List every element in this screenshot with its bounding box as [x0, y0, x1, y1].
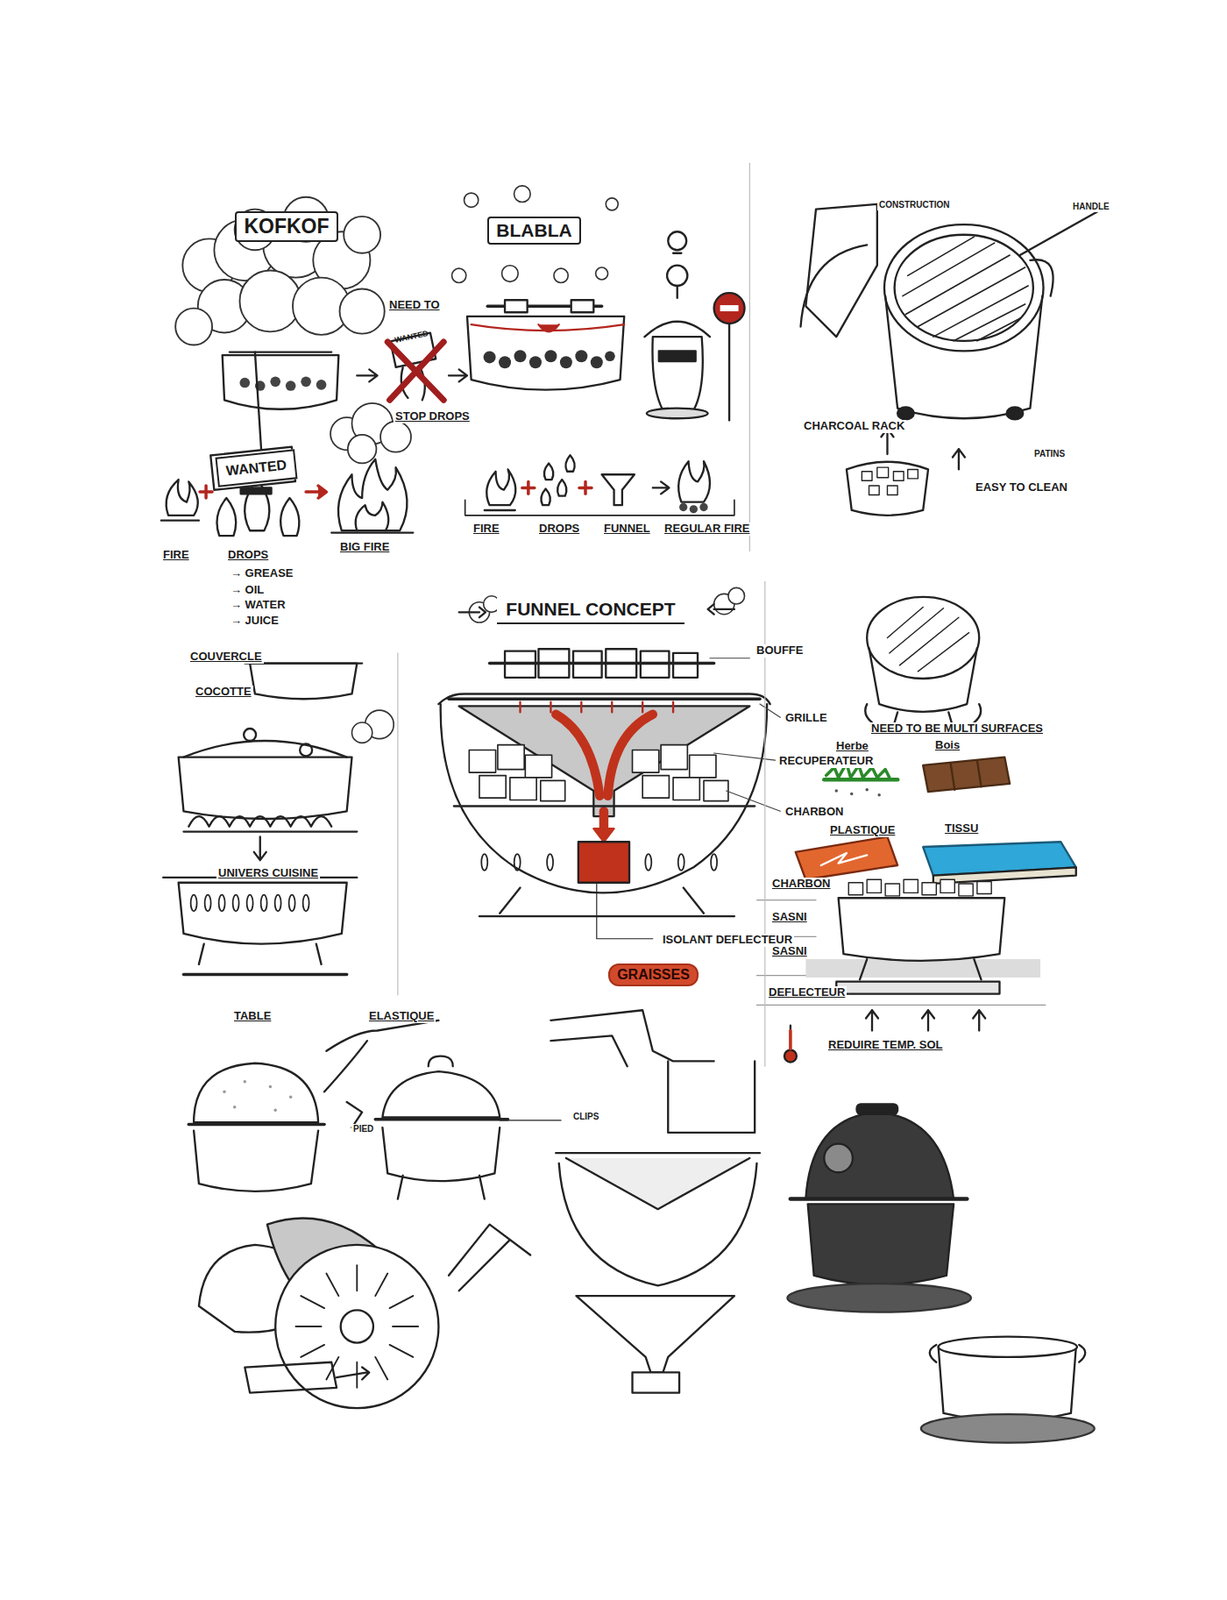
small-clouds	[452, 185, 619, 284]
vent-hole	[233, 894, 240, 912]
annotation-label: CHARBON	[783, 805, 845, 819]
annotation-label: FIRE	[471, 522, 502, 536]
annotation-label: FIRE	[161, 548, 192, 562]
annotation-label: BOUFFE	[754, 644, 805, 658]
annotation-label: FUNNEL	[602, 522, 653, 536]
police-character	[644, 265, 745, 421]
drop-characters	[210, 446, 299, 536]
annotation-label: CONSTRUCTION	[877, 199, 952, 211]
vent-hole	[261, 894, 268, 912]
annotation-label: ELASTIQUE	[367, 1009, 436, 1023]
annotation-label: REGULAR FIRE	[662, 522, 752, 536]
flow-icons	[465, 454, 735, 516]
annotation-label: STOP DROPS	[393, 410, 472, 424]
annotation-label: PATINS	[1032, 448, 1067, 460]
annotation-label: DROPS	[226, 548, 270, 562]
annotation-label: DROPS	[537, 522, 582, 536]
arrow	[305, 485, 327, 498]
vent-hole	[275, 894, 282, 912]
annotation-label: PIED	[351, 1123, 376, 1135]
vent-hole	[546, 853, 554, 871]
vent-hole	[247, 894, 254, 912]
node-text: FUNNEL CONCEPT	[505, 598, 675, 620]
fire-icon	[161, 479, 199, 521]
vent-hole	[219, 894, 226, 912]
node-text: BLABLA	[496, 219, 572, 242]
annotation-label: REDUIRE TEMP. SOL	[826, 1038, 945, 1052]
annotation-label: SASNI	[770, 910, 809, 924]
vent-hole	[710, 853, 717, 871]
annotation-label: BIG FIRE	[338, 540, 391, 554]
vent-hole	[191, 894, 198, 912]
node-text: WANTED	[225, 456, 288, 479]
annotation-label: → WATER	[228, 598, 288, 612]
annotation-label: CHARBON	[770, 877, 832, 891]
annotation-label: TISSU	[943, 822, 980, 836]
annotation-label: EASY TO CLEAN	[973, 481, 1070, 495]
bulb	[667, 231, 687, 253]
annotation-label: CLIPS	[571, 1111, 601, 1122]
annotation-label: CHARCOAL RACK	[801, 419, 907, 433]
lid-studies	[188, 1020, 561, 1199]
annotation-label: → JUICE	[228, 614, 281, 628]
cocotte-evolution	[163, 652, 398, 995]
exploded-parts	[198, 1009, 760, 1408]
annotation-label: COCOTTE	[193, 685, 254, 699]
vent-hole	[645, 853, 652, 871]
annotation-label: TABLE	[232, 1009, 273, 1023]
annotation-label: NEED TO	[387, 298, 442, 313]
vent-hole	[205, 894, 212, 912]
vent-hole	[303, 894, 310, 912]
node-text: KOFKOF	[243, 214, 329, 239]
title-banner: FUNNEL CONCEPT	[496, 595, 685, 625]
annotation-label: HANDLE	[1070, 201, 1112, 213]
annotation-label: SASNI	[770, 944, 809, 958]
speech-bubble: BLABLA	[487, 216, 582, 245]
node-text: GRAISSES	[617, 966, 690, 983]
grease-blob: GRAISSES	[608, 963, 699, 986]
annotation-label: NEED TO BE MULTI SURFACES	[869, 722, 1045, 736]
speech-bubble: KOFKOF	[234, 211, 339, 242]
vent-hole	[289, 894, 296, 912]
vent-hole	[678, 853, 685, 871]
annotation-label: GRILLE	[783, 711, 830, 725]
vent-hole	[481, 853, 488, 871]
final-grill	[787, 1103, 1094, 1442]
annotation-label: Bois	[933, 738, 962, 752]
annotation-label: → GREASE	[228, 567, 296, 581]
annotation-label: COUVERCLE	[188, 650, 264, 664]
smoke-cloud	[175, 197, 385, 346]
plus-sign	[199, 485, 213, 498]
grill-construction	[749, 163, 1101, 551]
annotation-label: PLASTIQUE	[828, 823, 897, 837]
grill-with-barrier	[467, 299, 625, 390]
annotation-label: → OIL	[228, 583, 266, 597]
annotation-label: UNIVERS CUISINE	[216, 866, 320, 880]
annotation-label: DEFLECTEUR	[766, 985, 847, 1000]
funnel-grill-section	[438, 587, 781, 938]
annotation-label: Herbe	[834, 739, 871, 753]
annotation-label: RECUPERATEUR	[777, 754, 875, 768]
